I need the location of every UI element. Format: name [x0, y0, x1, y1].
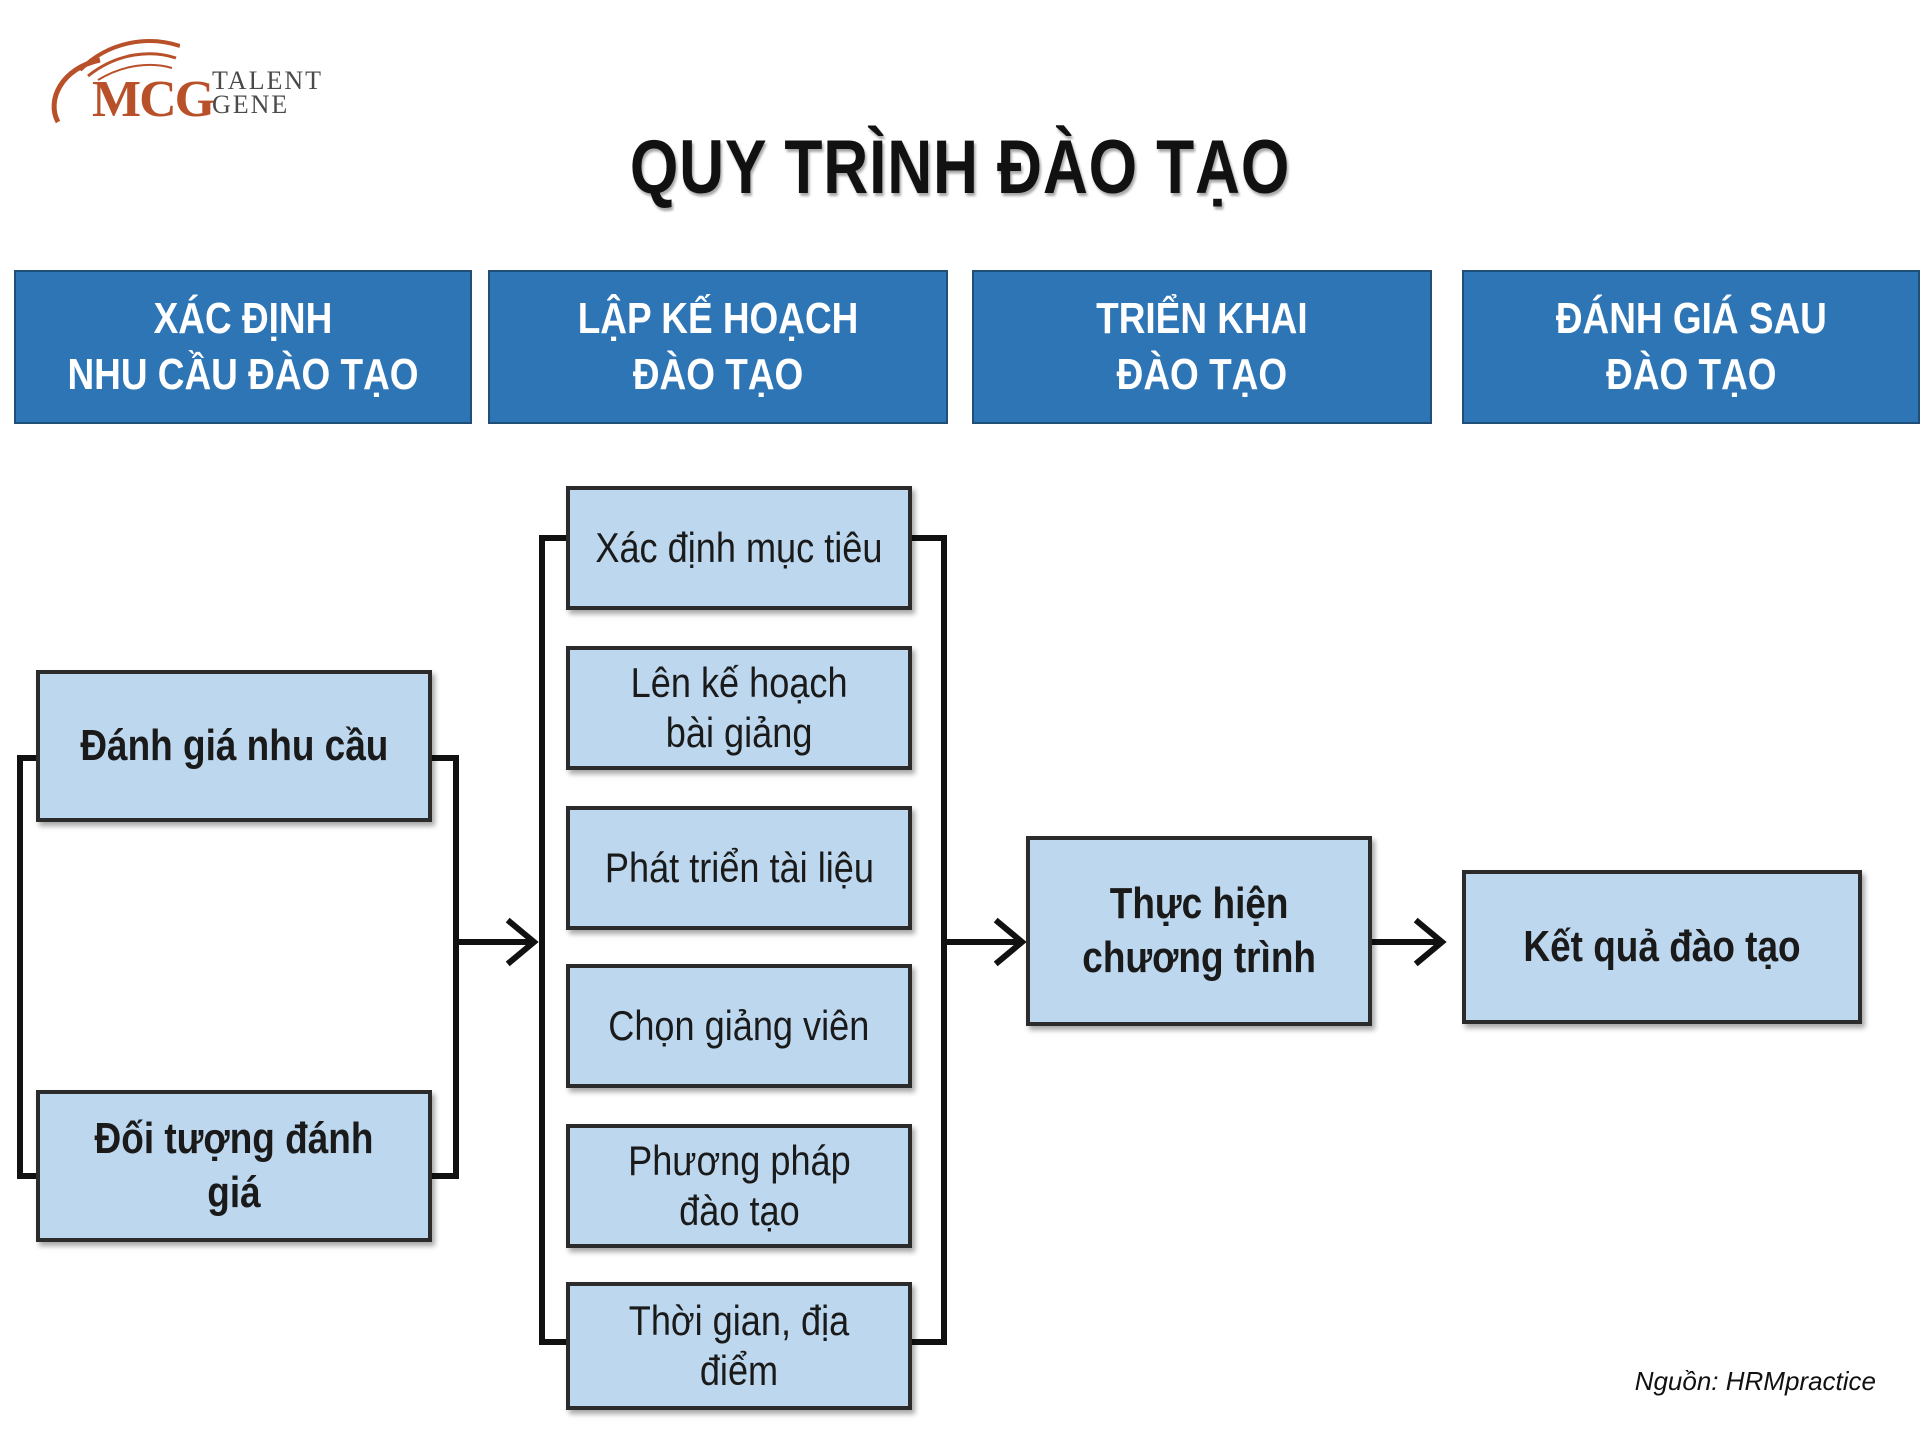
stage-label: LẬP KẾ HOẠCH ĐÀO TẠO: [577, 294, 859, 399]
step-assessment-target: Đối tượng đánh giá: [36, 1090, 432, 1242]
step-run-program: Thực hiện chương trình: [1026, 836, 1372, 1026]
stage-evaluation: ĐÁNH GIÁ SAU ĐÀO TẠO: [1462, 270, 1920, 424]
stage-label: TRIỂN KHAI ĐÀO TẠO: [1096, 294, 1308, 399]
stage-identify-needs: XÁC ĐỊNH NHU CẦU ĐÀO TẠO: [14, 270, 472, 424]
step-develop-materials: Phát triển tài liệu: [566, 806, 912, 930]
step-training-result: Kết quả đào tạo: [1462, 870, 1862, 1024]
step-label: Thực hiện chương trình: [1082, 879, 1316, 982]
step-label: Lên kế hoạch bài giảng: [630, 659, 848, 756]
arrow-implement-to-result-head: [1413, 917, 1447, 967]
step-label: Chọn giảng viên: [608, 1002, 870, 1049]
step-label: Phương pháp đào tạo: [627, 1137, 851, 1234]
step-label: Xác định mục tiêu: [595, 524, 883, 571]
step-label: Đánh giá nhu cầu: [79, 721, 389, 770]
stage-planning: LẬP KẾ HOẠCH ĐÀO TẠO: [488, 270, 948, 424]
step-lesson-plan: Lên kế hoạch bài giảng: [566, 646, 912, 770]
plan-right-bracket: [909, 535, 947, 1345]
assess-left-bracket: [17, 755, 41, 1179]
logo-swoosh-icon: [51, 39, 180, 124]
step-label: Thời gian, địa điểm: [628, 1297, 850, 1394]
stage-label: XÁC ĐỊNH NHU CẦU ĐÀO TẠO: [67, 294, 419, 399]
logo-line2: GENE: [212, 90, 290, 119]
step-training-method: Phương pháp đào tạo: [566, 1124, 912, 1248]
step-time-location: Thời gian, địa điểm: [566, 1282, 912, 1410]
arrow-plan-to-implement-head: [993, 917, 1027, 967]
logo-brand: MCG: [92, 71, 215, 128]
stage-label: ĐÁNH GIÁ SAU ĐÀO TẠO: [1555, 294, 1827, 399]
step-label: Kết quả đào tạo: [1523, 922, 1801, 971]
step-needs-assessment: Đánh giá nhu cầu: [36, 670, 432, 822]
page-title: QUY TRÌNH ĐÀO TẠO: [629, 125, 1291, 210]
assess-right-bracket: [429, 755, 459, 1179]
plan-left-bracket: [539, 535, 569, 1345]
source-note: Nguồn: HRMpractice: [1634, 1366, 1876, 1396]
arrow-assess-to-plan-head: [505, 917, 539, 967]
step-label: Phát triển tài liệu: [604, 844, 874, 891]
logo-line1: TALENT: [212, 66, 323, 95]
step-select-trainer: Chọn giảng viên: [566, 964, 912, 1088]
mcg-talent-gene-logo: MCG TALENT GENE: [40, 30, 330, 140]
step-label: Đối tượng đánh giá: [94, 1114, 374, 1217]
step-define-objectives: Xác định mục tiêu: [566, 486, 912, 610]
stage-implementation: TRIỂN KHAI ĐÀO TẠO: [972, 270, 1432, 424]
